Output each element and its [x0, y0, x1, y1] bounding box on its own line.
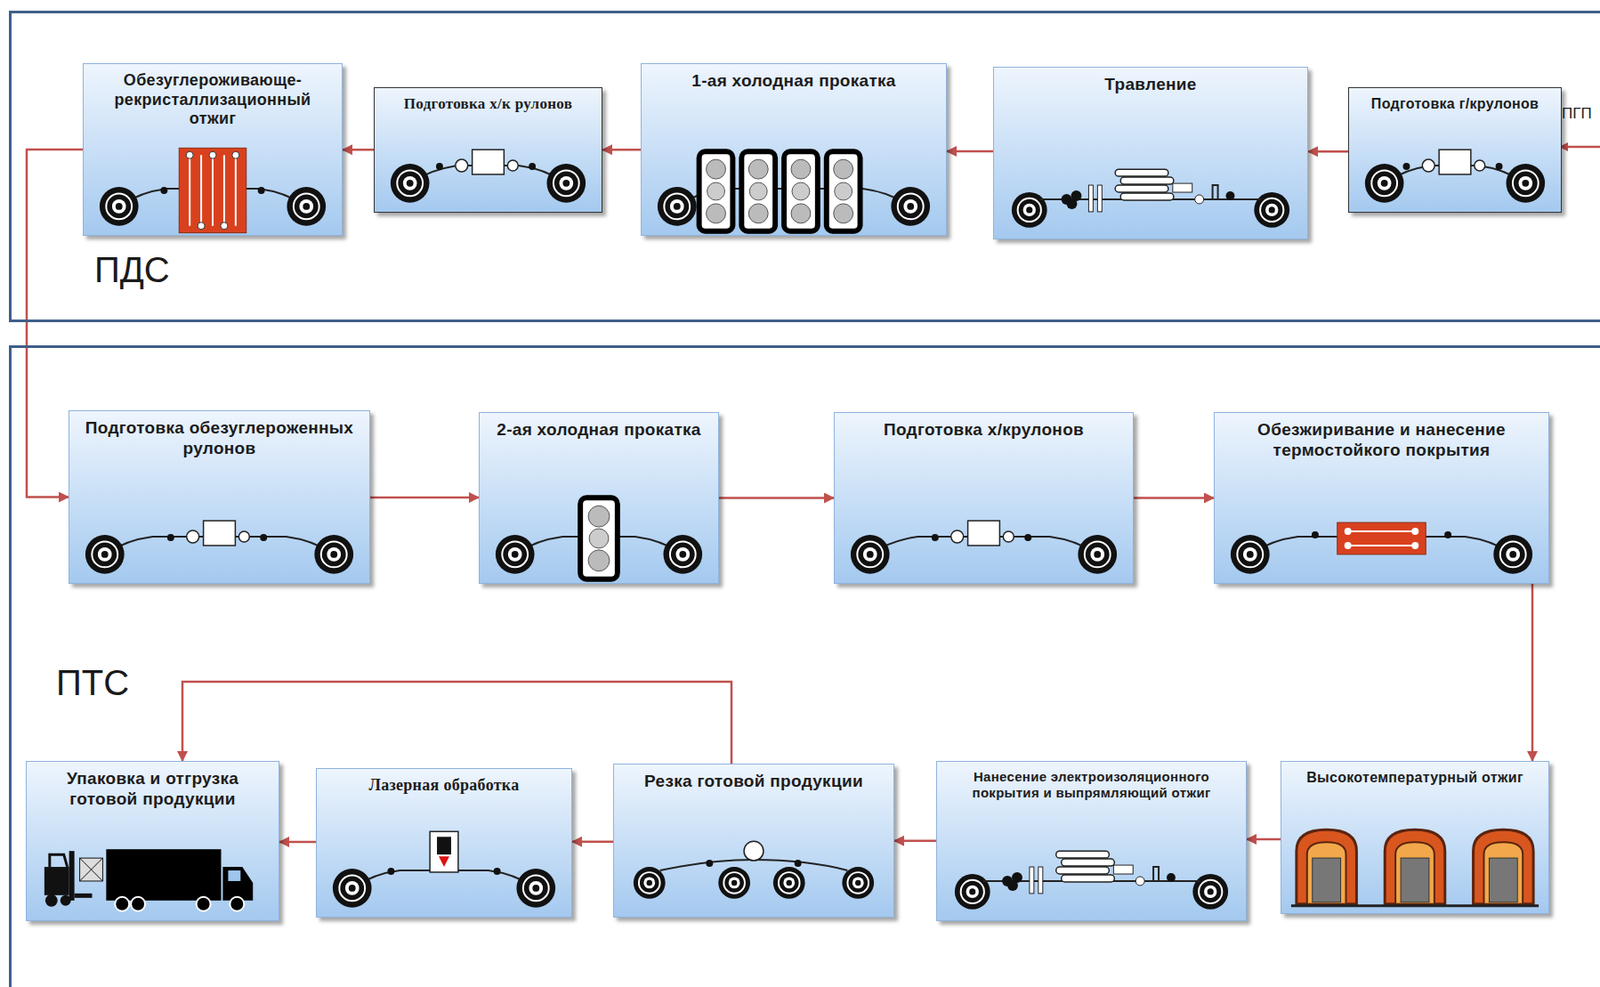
process-box: 1-ая холодная прокатка	[640, 63, 947, 236]
equipment-icon	[834, 493, 1133, 583]
flow-arrow	[1308, 150, 1349, 154]
process-box: Подготовка обезуглероженных рулонов	[68, 410, 371, 584]
flow-arrow	[279, 840, 316, 844]
flow-arrow	[602, 148, 641, 152]
process-title: Подготовка х/к рулонов	[374, 88, 602, 114]
equipment-icon	[1349, 122, 1561, 212]
process-box: Подготовка х/к рулонов	[373, 87, 603, 213]
process-title: Обезжиривание и нанесение термостойкого …	[1214, 412, 1549, 461]
process-title: Лазерная обработка	[316, 768, 572, 796]
equipment-icon	[69, 493, 370, 583]
section-label: ПТС	[56, 664, 130, 701]
process-title: Нанесение электроизоляционного покрытия …	[937, 761, 1246, 801]
process-box: Обезуглероживающе-рекристаллизационный о…	[82, 63, 343, 236]
process-title: Обезуглероживающе-рекристаллизационный о…	[83, 64, 342, 130]
process-box: Травление	[993, 66, 1309, 240]
process-box: 2-ая холодная прокатка	[478, 412, 720, 584]
flow-arrow	[719, 496, 834, 500]
process-title: Подготовка г/крулонов	[1349, 88, 1561, 113]
equipment-icon	[641, 145, 946, 235]
equipment-icon	[374, 122, 602, 212]
process-title: Подготовка обезуглероженных рулонов	[69, 411, 370, 460]
equipment-icon	[1281, 824, 1549, 914]
process-box: Лазерная обработка	[315, 767, 573, 918]
equipment-icon	[614, 827, 894, 917]
equipment-icon	[1214, 493, 1549, 583]
process-box: Упаковка и отгрузка готовой продукции	[25, 760, 280, 922]
flow-arrow	[1531, 583, 1535, 761]
process-box: Подготовка х/крулонов	[833, 412, 1134, 584]
flow-arrow	[1246, 838, 1281, 841]
feed-line	[1559, 145, 1600, 149]
flow-arrow	[946, 150, 994, 154]
process-box: Высокотемпературный отжиг	[1280, 760, 1550, 914]
process-box: Подготовка г/крулонов	[1348, 87, 1562, 213]
process-title: Травление	[993, 67, 1308, 96]
equipment-icon	[993, 149, 1308, 239]
process-box: Нанесение электроизоляционного покрытия …	[936, 760, 1247, 922]
flow-arrow	[572, 840, 614, 844]
flow-arrow	[182, 681, 732, 764]
process-title: Резка готовой продукции	[614, 764, 894, 792]
equipment-icon	[316, 827, 572, 917]
process-title: Высокотемпературный отжиг	[1281, 761, 1549, 786]
equipment-icon	[479, 493, 719, 583]
process-box: Резка готовой продукции	[613, 763, 895, 918]
flow-arrow	[342, 148, 374, 152]
process-title: Подготовка х/крулонов	[834, 412, 1133, 441]
section-band: ПТС Подготовка обезуглероженных рулонов 2-…	[8, 345, 1600, 987]
process-title: 2-ая холодная прокатка	[479, 412, 719, 441]
process-box: Обезжиривание и нанесение термостойкого …	[1213, 412, 1550, 584]
section-label: ПДС	[94, 251, 170, 288]
source-label: ПГП	[1561, 105, 1592, 123]
process-title: 1-ая холодная прокатка	[641, 64, 946, 92]
equipment-icon	[83, 145, 342, 235]
flow-arrow	[1133, 496, 1214, 500]
equipment-icon	[26, 831, 279, 921]
flow-arrow	[894, 840, 937, 843]
section-band: ПДС Обезуглероживающе-рекристаллизационны…	[8, 10, 1600, 323]
process-title: Упаковка и отгрузка готовой продукции	[26, 761, 279, 810]
flow-arrow	[370, 496, 479, 500]
equipment-icon	[937, 831, 1246, 921]
